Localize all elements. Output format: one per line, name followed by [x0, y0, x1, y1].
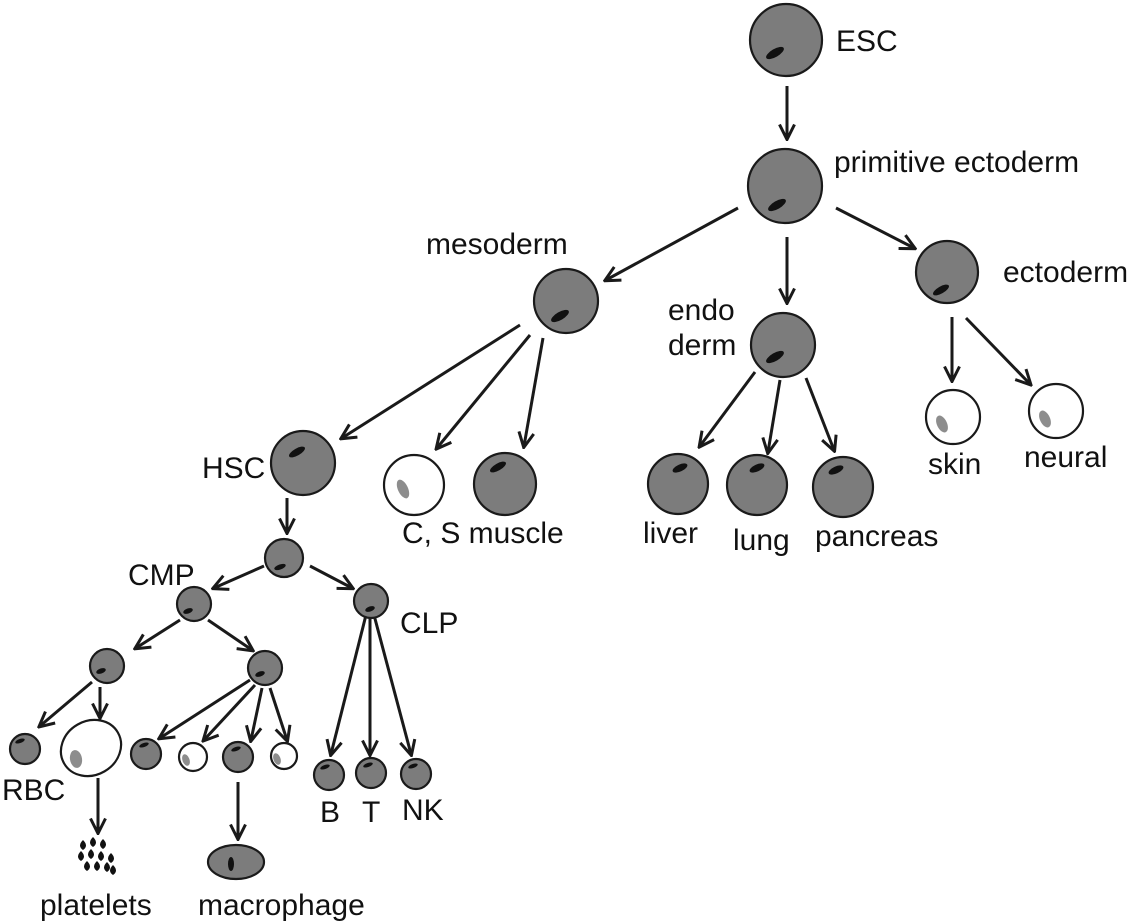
granulocyte-macrophage-progenitor-cell: [246, 649, 284, 687]
label-skin: skin: [928, 448, 981, 481]
mesoderm-cell: [532, 267, 600, 335]
nk-cell: [399, 757, 433, 791]
label-clp: CLP: [400, 607, 458, 640]
myeloid-cell-white-2: [269, 741, 299, 771]
cardiac-muscle-cell: [382, 453, 446, 517]
arrow-endoderm-to-lung: [768, 379, 782, 452]
arrow-endoderm-to-liver: [700, 371, 757, 446]
myeloid-cell-gray-1: [129, 737, 163, 771]
arrow-mesoderm-to-hsc: [342, 323, 521, 438]
label-mesoderm: mesoderm: [426, 228, 568, 261]
arrow-progenitor-to-clp: [309, 564, 352, 588]
label-nk: NK: [402, 794, 444, 827]
esc-cell: [748, 2, 824, 78]
cmp-cell: [175, 585, 213, 623]
arrow-primitive-to-ectoderm: [835, 206, 914, 248]
label-endoderm-line2: derm: [668, 329, 736, 362]
hsc-cell: [269, 429, 337, 497]
label-hsc: HSC: [202, 452, 265, 485]
label-cmp: CMP: [128, 559, 195, 592]
label-endoderm-line1: endo: [668, 294, 735, 327]
clp-cell: [352, 582, 390, 620]
arrow-gmp-to-cell-4: [268, 687, 287, 740]
label-primitive-ectoderm: primitive ectoderm: [834, 146, 1079, 179]
macrophage-cell: [206, 843, 266, 881]
arrow-gmp-to-cell-2: [204, 683, 257, 740]
skin-cell: [924, 388, 982, 446]
label-muscle: C, S muscle: [402, 517, 564, 550]
lung-cell: [725, 453, 789, 517]
endoderm-cell: [749, 311, 817, 379]
megakaryocyte-cell: [59, 718, 123, 778]
label-esc: ESC: [836, 25, 898, 58]
arrow-cmp-to-myeloid-progenitor: [207, 618, 252, 650]
arrow-clp-to-b: [331, 614, 368, 754]
myeloid-cell-white-1: [177, 741, 209, 773]
arrow-ectoderm-to-neural: [964, 316, 1030, 384]
skeletal-muscle-cell: [472, 451, 538, 517]
label-t: T: [362, 796, 380, 829]
arrow-mep-to-rbc: [40, 680, 93, 726]
arrow-mesoderm-to-cardiac: [437, 334, 532, 448]
arrow-gmp-to-cell-3: [251, 687, 264, 740]
b-cell: [312, 758, 346, 792]
ectoderm-cell: [914, 239, 980, 305]
neural-cell: [1027, 382, 1085, 440]
liver-cell: [646, 452, 710, 516]
arrow-progenitor-to-cmp: [214, 564, 265, 588]
arrow-gmp-to-cell-1: [160, 678, 251, 738]
label-lung: lung: [733, 524, 790, 557]
arrow-cmp-to-megakaryocyte-progenitor: [136, 618, 181, 648]
arrow-clp-to-nk: [372, 614, 411, 754]
label-pancreas: pancreas: [815, 520, 938, 553]
label-rbc: RBC: [2, 774, 65, 807]
primitive-ectoderm-cell: [746, 147, 824, 225]
label-liver: liver: [643, 517, 698, 550]
arrow-primitive-to-mesoderm: [606, 206, 739, 280]
cells: [8, 2, 1085, 881]
rbc-cell: [8, 732, 42, 766]
megakaryocyte-erythroid-progenitor-cell: [88, 647, 126, 685]
platelets-icon: [78, 837, 116, 875]
hematopoietic-progenitor-cell: [263, 537, 305, 579]
label-macrophage: macrophage: [198, 889, 365, 922]
t-cell: [354, 756, 388, 790]
labels: ESC primitive ectoderm mesoderm endo der…: [2, 25, 1128, 922]
arrow-mesoderm-to-skeletal: [524, 337, 545, 446]
arrow-endoderm-to-pancreas: [804, 377, 834, 450]
label-neural: neural: [1024, 441, 1107, 474]
label-ectoderm: ectoderm: [1003, 256, 1128, 289]
label-platelets: platelets: [40, 889, 152, 922]
arrows: [40, 86, 1030, 838]
label-b: B: [320, 796, 340, 829]
pancreas-cell: [811, 455, 875, 519]
monocyte-cell: [221, 740, 255, 774]
